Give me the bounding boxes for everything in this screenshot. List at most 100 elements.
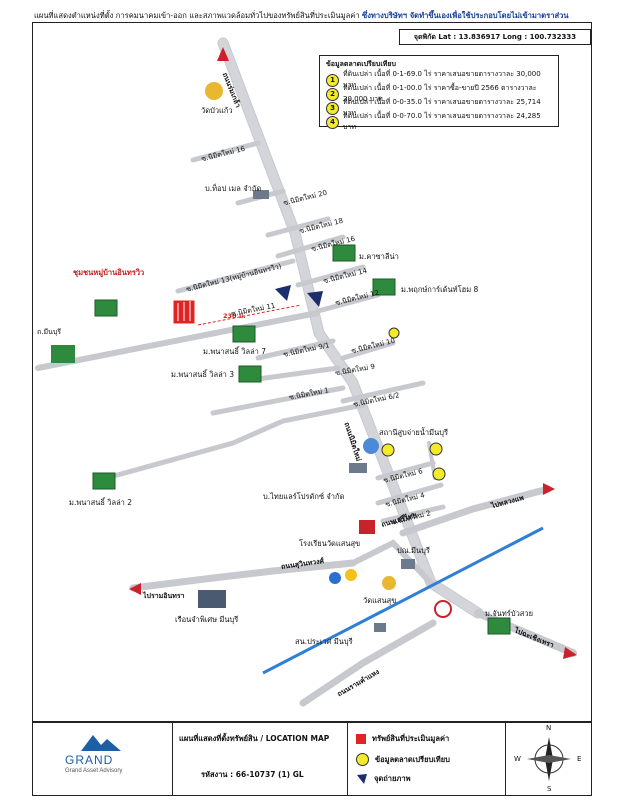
soi-9-1-road [255,338,336,361]
village-icon [372,278,396,296]
comparables-legend: ข้อมูลตลาดเปรียบเทียบ 1 ที่ดินเปล่า เนื้อ… [319,55,559,131]
comparable-text: ที่ดินเปล่า เนื้อที่ 0-1-00.0 ไร่ ราคาซื… [343,84,537,103]
coordinates-box: จุดพิกัด Lat : 13.836917 Long : 100.7323… [399,29,591,45]
company-logo: GRAND Grand Asset Advisory [33,723,173,795]
label-m8: ม.พฤกษ์การ์เด้นท์โฮม 8 [401,285,479,294]
suwinthawong-road [129,559,357,592]
factory-icon [253,190,269,199]
comparable-number: 2 [326,87,339,101]
photo-points [275,285,323,307]
legend-comparable: ข้อมูลตลาดเปรียบเทียบ [356,753,450,766]
subject-square-icon [356,734,366,744]
photo-point-icon [357,774,367,784]
label-top-metal: บ.ท็อป เมล จำกัด [205,184,262,193]
label-sathanee: สถานีสูบจ่ายน้ำมีนบุรี [379,428,448,437]
label-to-bangkok: ไปรามอินทรา [143,592,185,600]
temple-icon [205,82,223,100]
factory-icon [349,463,367,473]
road-network [35,37,577,707]
comparable-marker-4 [429,442,443,456]
soi-16b-road [275,234,346,259]
label-school: โรงเรียนวัดแสนสุข [299,539,361,548]
legend-photo-label: จุดถ่ายภาพ [374,774,411,783]
label-left-edge: ถ.มีนบุรี [37,328,62,336]
arrow-chachoengsao [563,647,577,659]
map-canvas [35,37,577,707]
label-chan-rubsuay: ม.จันทร์บัวสวย [485,609,533,618]
label-prison: เรือนจำพิเศษ มีนบุรี [175,615,239,624]
location-map: จุดพิกัด Lat : 13.836917 Long : 100.7323… [32,22,592,722]
ramkhamhaeng-road [299,619,437,707]
compass-w: W [514,755,521,763]
school-icon [359,520,375,534]
job-reference: รหัสงาน : 66-10737 (1) GL [201,770,304,779]
soi-11-road [35,310,320,371]
comparable-text: ที่ดินเปล่า เนื้อที่ 0-0-70.0 ไร่ ราคาเส… [343,112,541,131]
village-icon [94,299,118,317]
label-wat-saen-suk: วัดแสนสุข [363,596,397,605]
soi-1-road [210,385,346,416]
photo-point-2 [275,285,291,301]
village-icon [232,325,256,343]
comparable-number: 1 [326,73,339,87]
comparable-row: 3 ที่ดินเปล่า เนื้อที่ 0-0-35.0 ไร่ ราคาเ… [326,98,552,117]
link-road [350,539,434,586]
caption-main: แผนที่แสดงตำแหน่งที่ตั้ง การคมนาคมเข้า-อ… [34,11,360,20]
label-police: สน.ประเวศ มีนบุรี [295,637,353,646]
arrow-ramintra [129,583,141,595]
soi-16-road [190,140,261,163]
village-icon [487,617,511,635]
soi-9-road [255,365,341,382]
arrow-north [217,47,229,61]
map-title: แผนที่แสดงที่ตั้งทรัพย์สิน / LOCATION MA… [179,734,330,743]
compass-rose: N S E W [506,723,592,799]
soi-villa2-road [100,402,366,482]
label-chumchon: ชุมชนหมู่บ้านอินทรวิว [73,268,145,277]
soi-12-road [315,292,381,314]
map-footer: GRAND Grand Asset Advisory แผนที่แสดงที่… [32,722,592,796]
legend-subject: ทรัพย์สินที่ประเมินมูลค่า [356,733,449,745]
label-khao-tha-nam: ม.คาซาลีน่า [359,252,399,261]
comparable-marker-3 [432,467,446,481]
landmark-icons [198,82,452,632]
logo-sub-text: Grand Asset Advisory [65,768,123,774]
village-icons [92,244,511,635]
village-icon [238,365,262,383]
arrow-nong-chok [543,483,555,495]
compass-e: E [577,755,582,763]
soi-13-road [175,258,296,294]
label-villa2: ม.พนาสนธิ์ วิลล่า 2 [69,498,133,507]
village-icon [332,244,356,262]
legend-subject-label: ทรัพย์สินที่ประเมินมูลค่า [372,734,450,743]
prison-building-icon [198,590,226,608]
police-station-icon [374,623,386,632]
nong-chok-road [399,485,552,537]
legend-photo: จุดถ่ายภาพ [356,773,411,785]
toyota-icon [434,600,452,618]
comparable-row: 2 ที่ดินเปล่า เนื้อที่ 0-1-00.0 ไร่ ราคาซ… [326,84,552,103]
label-villa3: ม.พนาสนธิ์ วิลล่า 3 [171,370,235,379]
compass-s: S [547,785,552,793]
green-area [51,345,75,363]
soi-2-road [380,504,446,524]
compass-n: N [546,724,552,732]
map-caption: แผนที่แสดงตำแหน่งที่ตั้ง การคมนาคมเข้า-อ… [34,10,594,22]
comparable-row: 1 ที่ดินเปล่า เนื้อที่ 0-1-69.0 ไร่ ราคาเ… [326,70,552,89]
village-icon [92,472,116,490]
comparable-marker-2 [388,327,400,339]
comparable-text: ที่ดินเปล่า เนื้อที่ 0-0-35.0 ไร่ ราคาเส… [343,98,541,117]
soi-18-road [265,216,331,238]
map-legend: ทรัพย์สินที่ประเมินมูลค่า ข้อมูลตลาดเปรี… [348,723,506,795]
comparable-text: ที่ดินเปล่า เนื้อที่ 0-1-69.0 ไร่ ราคาเส… [343,70,541,89]
gas-station-icon [329,572,341,584]
railway-line [262,526,544,675]
comparable-marker-1 [381,443,395,457]
soi-14-road [295,264,366,288]
caption-highlight: ซึ่งทางบริษัทฯ จัดทำขึ้นเองเพื่อใช้ประกอ… [362,11,569,20]
comparable-number: 3 [326,101,339,115]
comparables-title: ข้อมูลตลาดเปรียบเทียบ [326,60,396,68]
direction-arrows [129,47,577,659]
map-title-block: แผนที่แสดงที่ตั้งทรัพย์สิน / LOCATION MA… [173,723,348,795]
post-office-icon [401,559,415,569]
